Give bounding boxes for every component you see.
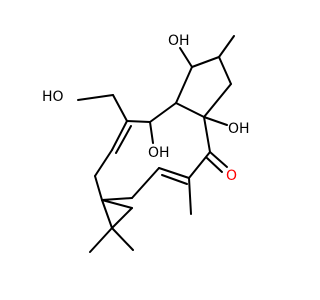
- hydroxyl-label-top: OH: [168, 33, 190, 49]
- hydroxyl-label-right: OH: [228, 121, 250, 137]
- ring-substituents: [179, 35, 235, 126]
- cyclopropane-ring: [89, 199, 134, 253]
- cyclopentane-ring: [175, 56, 232, 118]
- carbonyl-oxygen-label: O: [226, 168, 237, 184]
- methyl-bond: [188, 177, 192, 215]
- hydroxyl-label-center: OH: [148, 145, 170, 161]
- oh-bond-center: [149, 121, 154, 144]
- hydroxyl-label-left: HO: [42, 89, 64, 105]
- hydroxymethyl-group: [77, 94, 128, 122]
- macrocycle: [94, 102, 211, 201]
- molecule-diagram: OH OH HO OH O: [42, 33, 250, 253]
- carbonyl-group: [206, 151, 228, 173]
